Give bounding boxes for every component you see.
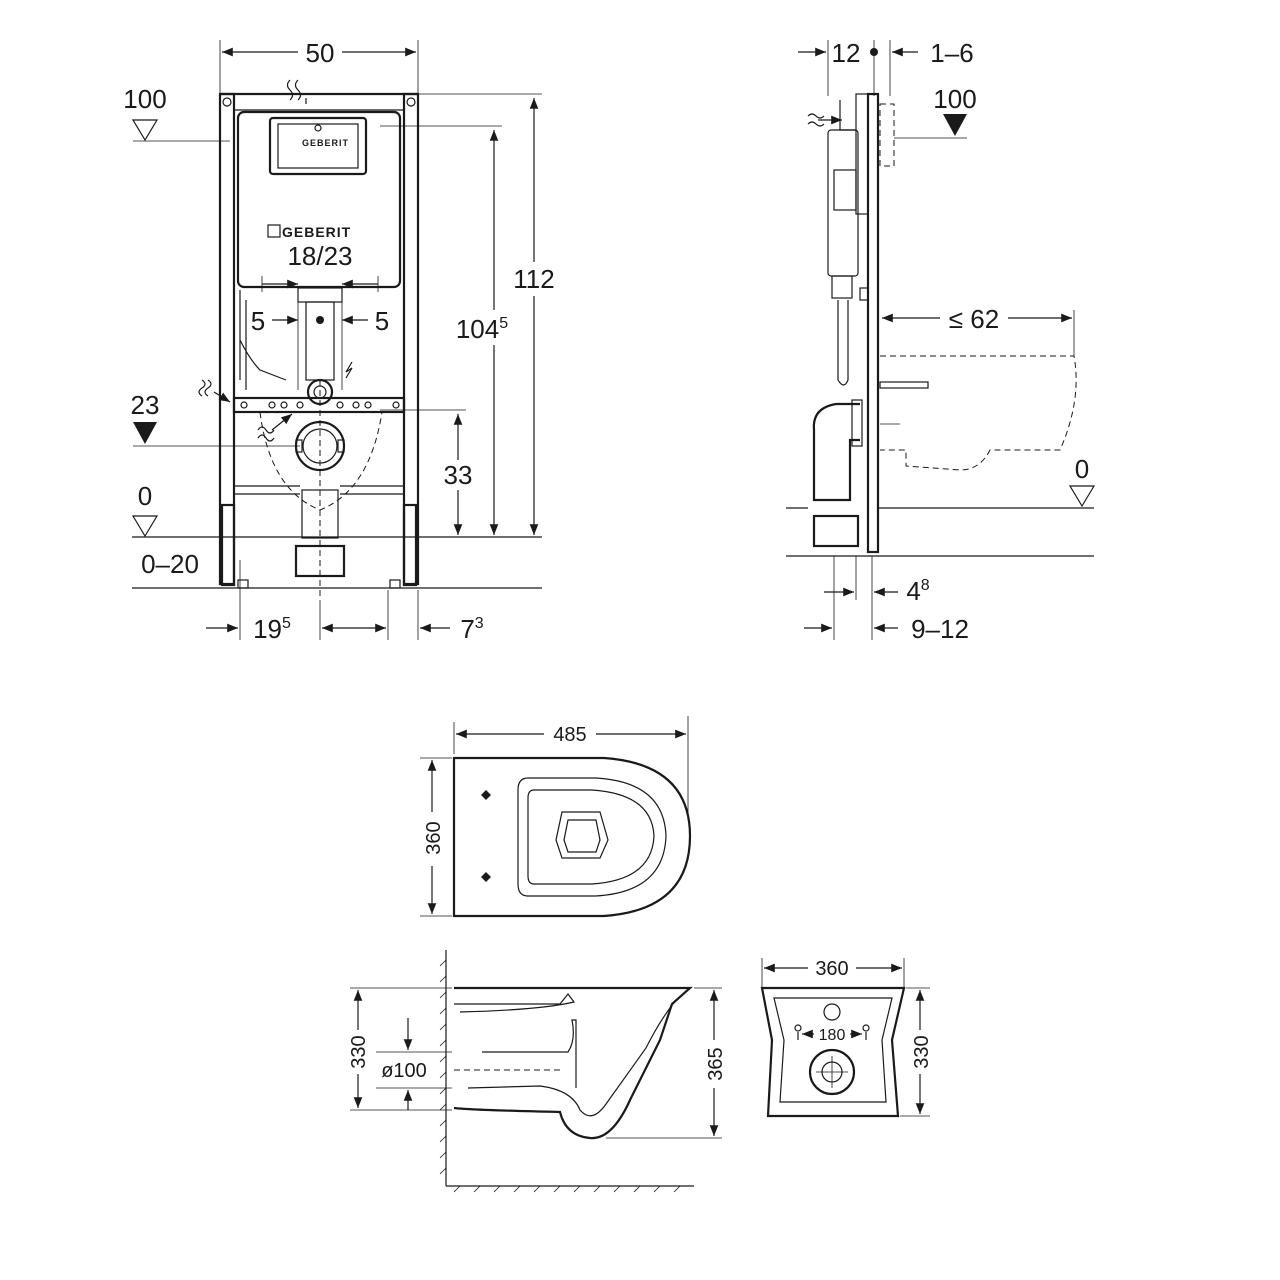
depth-12-label: 12: [832, 38, 861, 68]
frame-side-view: 12 1–6 100 ≤ 62 0 48 9–12: [786, 38, 1096, 644]
frame-width-label: 50: [306, 38, 335, 68]
foot-depth-sup: 8: [921, 577, 930, 594]
brand-logo-text: GEBERIT: [282, 224, 351, 240]
side-level-100-label: 100: [933, 84, 976, 114]
outlet-diameter-label: ø100: [381, 1060, 427, 1082]
bowl-back-view: 360 180 330: [760, 958, 933, 1118]
bowl-side-view: 330 ø100 365: [348, 950, 727, 1193]
foot-right-sup: 3: [475, 615, 484, 632]
foot-right-label: 7: [460, 614, 474, 644]
drain-width-label: 18/23: [287, 241, 352, 271]
side-level-0-label: 0: [1075, 454, 1089, 484]
bowl-rim-height-label: 330: [348, 1035, 370, 1068]
frame-front-view: 50 GEBERIT GEBERIT 18/23 5 5: [123, 38, 554, 644]
offset-right-label: 5: [375, 306, 389, 336]
bowl-length-label: 485: [553, 724, 586, 746]
back-width-label: 360: [815, 958, 848, 980]
level-100-label: 100: [123, 84, 166, 114]
wall-gap-label: 1–6: [930, 38, 973, 68]
bowl-projection-label: ≤ 62: [949, 304, 999, 334]
foot-depth-label: 4: [906, 576, 920, 606]
fixing-spacing-label: 180: [819, 1027, 846, 1044]
level-23-label: 23: [131, 390, 160, 420]
svg-text:195: 195: [253, 614, 291, 644]
wall-range-label: 9–12: [911, 614, 969, 644]
svg-text:73: 73: [460, 614, 483, 644]
height-104-label: 104: [456, 314, 499, 344]
bowl-total-height-label: 365: [705, 1047, 727, 1080]
height-112-label: 112: [513, 264, 554, 294]
bowl-width-label: 360: [423, 821, 445, 854]
height-33-label: 33: [444, 460, 473, 490]
offset-left-label: 5: [251, 306, 265, 336]
svg-text:GEBERIT: GEBERIT: [302, 138, 349, 148]
svg-text:1045: 1045: [456, 314, 508, 344]
foot-left-label: 19: [253, 614, 282, 644]
floor-range-label: 0–20: [141, 549, 199, 579]
foot-left-sup: 5: [282, 615, 291, 632]
bowl-top-view: 485 360: [420, 716, 692, 918]
level-0-label: 0: [138, 481, 152, 511]
back-height-label: 330: [911, 1035, 933, 1068]
svg-text:48: 48: [906, 576, 929, 606]
height-104-sup: 5: [499, 315, 508, 332]
